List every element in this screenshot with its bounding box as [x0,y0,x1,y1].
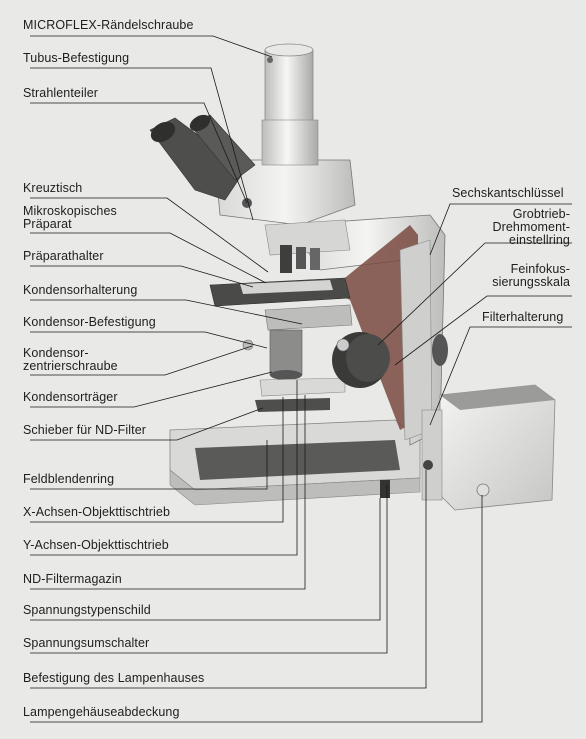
label-feldblendenring: Feldblendenring [23,472,115,486]
label-ndmagazin: ND-Filtermagazin [23,572,122,586]
condenser [242,329,346,412]
label-strahlenteiler: Strahlenteiler [23,86,99,100]
label-xachse: X-Achsen-Objekttischtrieb [23,505,171,519]
label-grobtrieb: Grobtrieb- Drehmoment- einstellring [492,207,570,247]
leader-typenschild [30,498,381,621]
label-filterhalterung: Filterhalterung [482,310,564,324]
focus-knobs [332,332,448,388]
label-praeparathalter: Präparathalter [23,249,104,263]
lamp-housing [380,384,556,511]
leader-xachse [30,397,284,523]
leader-lines [30,35,572,723]
leader-kondensorhalterung [30,299,303,325]
leader-zentrierschraube [30,345,253,376]
label-zentrierschraube: Kondensor- zentrierschraube [23,346,118,373]
leader-ndmagazin [30,395,306,590]
leader-feldblendenring [30,440,268,490]
label-typenschild: Spannungstypenschild [23,603,151,617]
leader-umschalter [30,485,388,654]
leader-abdeckung [30,495,483,723]
label-yachse: Y-Achsen-Objekttischtrieb [23,538,169,552]
label-schieber: Schieber für ND-Filter [23,423,147,437]
label-kondensorhalterung: Kondensorhalterung [23,283,138,297]
microscope-head [149,43,356,226]
microscope-base [169,419,421,506]
leader-kreuztisch [30,197,269,273]
leader-feinfokus [394,295,572,366]
stage [209,277,353,331]
label-kreuztisch: Kreuztisch [23,181,83,195]
label-microflex: MICROFLEX-Rändelschraube [23,18,194,32]
leader-yachse [30,380,298,556]
leader-schieber [30,407,264,441]
leader-kondensorbefestigung [30,331,268,349]
leader-strahlenteiler [30,102,248,204]
leader-filterhalterung [429,326,572,426]
label-abdeckung: Lampengehäuseabdeckung [23,705,180,719]
leader-praeparat [30,232,267,284]
label-tubus: Tubus-Befestigung [23,51,130,65]
label-feinfokus: Feinfokus- sierungsskala [492,262,570,289]
nosepiece [264,219,351,273]
label-lampenhausbef: Befestigung des Lampenhauses [23,671,205,685]
label-umschalter: Spannungsumschalter [23,636,150,650]
leader-kondensortraeger [30,371,273,408]
leader-lampenhausbef [30,470,427,689]
label-praeparat: Mikroskopisches Präparat [23,204,117,231]
leader-sechskant [429,203,572,256]
leader-microflex [30,35,273,58]
leader-grobtrieb [377,242,572,346]
label-sechskant: Sechskantschlüssel [452,186,564,200]
microscope-stand [289,214,446,446]
label-kondensortraeger: Kondensorträger [23,390,118,404]
leader-tubus [30,67,254,221]
label-kondensorbefestigung: Kondensor-Befestigung [23,315,156,329]
leader-praeparathalter [30,265,254,288]
